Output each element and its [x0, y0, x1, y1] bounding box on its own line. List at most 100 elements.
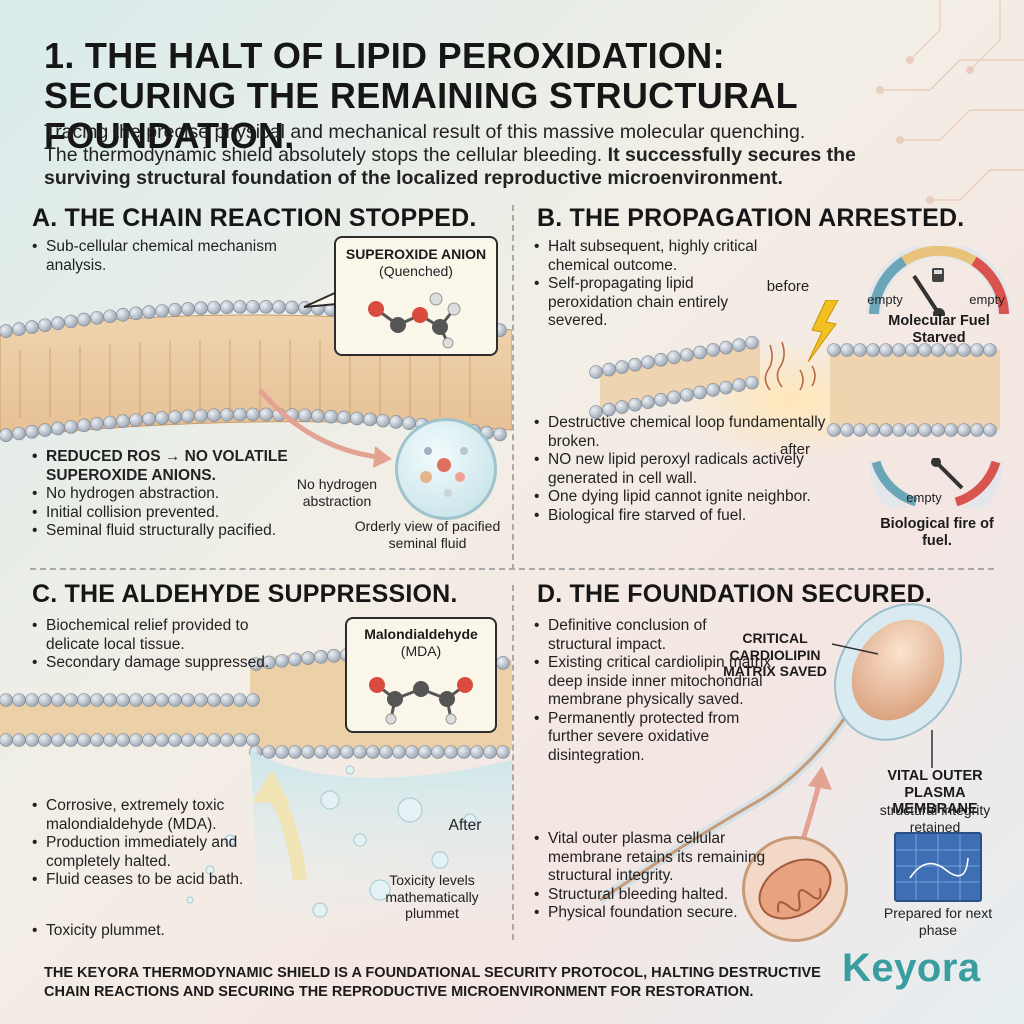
arrow-a	[258, 388, 392, 468]
blueprint-icon	[894, 832, 982, 902]
lipid-head	[116, 693, 130, 707]
section-c-last-bullet: Toxicity plummet.	[32, 922, 292, 941]
lipid-head	[0, 733, 13, 747]
list-item: Halt subsequent, highly critical chemica…	[534, 238, 764, 275]
lipid-head	[12, 322, 26, 336]
lipid-head	[77, 312, 91, 327]
mda-callout-subtitle: (MDA)	[400, 642, 442, 659]
lipid-head	[207, 408, 221, 422]
lipid-head	[493, 427, 507, 442]
lipid-head	[25, 733, 39, 747]
lipid-head	[719, 340, 733, 355]
lipid-head	[207, 693, 221, 707]
lipid-head	[970, 423, 984, 437]
lipid-head	[64, 314, 78, 329]
lipid-head	[262, 745, 276, 759]
lipid-head	[129, 733, 143, 747]
lipid-head	[38, 733, 52, 747]
list-item: Self-propagating lipid peroxidation chai…	[534, 275, 764, 331]
lipid-head	[103, 733, 117, 747]
list-item: Vital outer plasma cellular membrane ret…	[534, 830, 774, 886]
lipid-head	[866, 423, 880, 437]
title-line-2: SECURING THE REMAINING STRUCTURAL FOUNDA…	[44, 75, 798, 156]
lipid-head	[168, 693, 182, 707]
sperm-cell-icon	[597, 603, 962, 905]
lipid-head	[680, 348, 694, 362]
lipid-head	[654, 352, 668, 367]
list-item: REDUCED ROS → NO VOLATILE SUPEROXIDE ANI…	[32, 448, 332, 485]
lipid-head	[615, 360, 629, 374]
lipid-head	[142, 733, 156, 747]
lipid-head	[0, 693, 13, 707]
lipid-head	[680, 388, 694, 402]
lipid-head	[892, 423, 906, 437]
lipid-head	[275, 745, 289, 759]
gauge-2-icon	[869, 458, 1003, 508]
fluid-circle-caption: Orderly view of pacified seminal fluid	[354, 518, 501, 551]
lipid-head	[25, 424, 39, 439]
section-b-bullets-top: Halt subsequent, highly critical chemica…	[534, 238, 764, 331]
lipid-head	[496, 745, 510, 759]
lipid-head	[641, 395, 655, 410]
lipid-head	[155, 733, 169, 747]
lipid-head	[90, 733, 104, 747]
lipid-head	[615, 400, 629, 414]
lipid-head	[314, 745, 328, 759]
lipid-head	[77, 693, 91, 707]
lipid-head	[379, 745, 393, 759]
lipid-head	[142, 693, 156, 707]
lipid-head	[155, 693, 169, 707]
lipid-head	[90, 417, 104, 431]
lipid-head	[12, 426, 26, 441]
fuel-pump-icon	[932, 268, 944, 282]
lipid-head	[827, 343, 841, 357]
lipid-head	[602, 362, 616, 377]
lipid-head	[77, 418, 91, 433]
gauge-1-caption: Molecular Fuel Starved	[888, 313, 990, 346]
lipid-head	[444, 745, 458, 759]
section-a-bullets-bottom: REDUCED ROS → NO VOLATILE SUPEROXIDE ANI…	[32, 448, 332, 541]
list-item: Fluid ceases to be acid bath.	[32, 871, 292, 890]
lipid-head	[220, 733, 234, 747]
lipid-head	[64, 733, 78, 747]
lipid-head	[983, 423, 997, 437]
lipid-head	[194, 693, 208, 707]
lipid-head	[628, 397, 642, 412]
superoxide-callout-subtitle: (Quenched)	[379, 262, 453, 279]
lipid-head	[116, 307, 130, 322]
lipid-head	[142, 412, 156, 426]
lipid-head	[155, 411, 169, 425]
lipid-head	[116, 414, 130, 429]
lipid-head	[259, 300, 273, 314]
intro-line-2: The thermodynamic shield absolutely stop…	[44, 144, 1004, 167]
lipid-head	[38, 318, 52, 332]
list-item: Definitive conclusion of structural impa…	[534, 617, 774, 654]
lipid-head	[220, 407, 234, 422]
after-label-c: After	[448, 817, 482, 834]
lipid-head	[246, 300, 260, 314]
list-item: Permanently protected from further sever…	[534, 710, 774, 766]
lipid-head	[38, 423, 52, 437]
gauge-1-left-label: empty	[867, 292, 903, 307]
superoxide-callout-title: SUPEROXIDE ANION	[345, 246, 487, 262]
section-c-bullets-bottom: Corrosive, extremely toxic malondialdehy…	[32, 797, 292, 890]
lipid-head	[129, 306, 143, 321]
lipid-head	[628, 357, 642, 372]
lipid-head	[879, 423, 893, 437]
list-item: One dying lipid cannot ignite neighbor.	[534, 488, 864, 507]
fluid-particles	[420, 447, 468, 497]
lipid-head	[25, 693, 39, 707]
membrane-label-sub: structural integrity retained	[879, 802, 991, 835]
lipid-head	[155, 304, 169, 318]
lipid-head	[194, 408, 208, 423]
toxicity-caption: Toxicity levels mathematically plummet	[385, 872, 479, 921]
lipid-head	[51, 693, 65, 707]
lipid-head	[233, 733, 247, 747]
lipid-head	[275, 654, 289, 668]
gauge-1-right-label: empty	[969, 292, 1005, 307]
lipid-head	[457, 745, 471, 759]
section-a-bullets-top: Sub-cellular chemical mechanism analysis…	[32, 238, 292, 275]
lipid-head	[732, 378, 746, 392]
lipid-head	[392, 745, 406, 759]
section-c-bullets-top: Biochemical relief provided to delicate …	[32, 617, 272, 673]
